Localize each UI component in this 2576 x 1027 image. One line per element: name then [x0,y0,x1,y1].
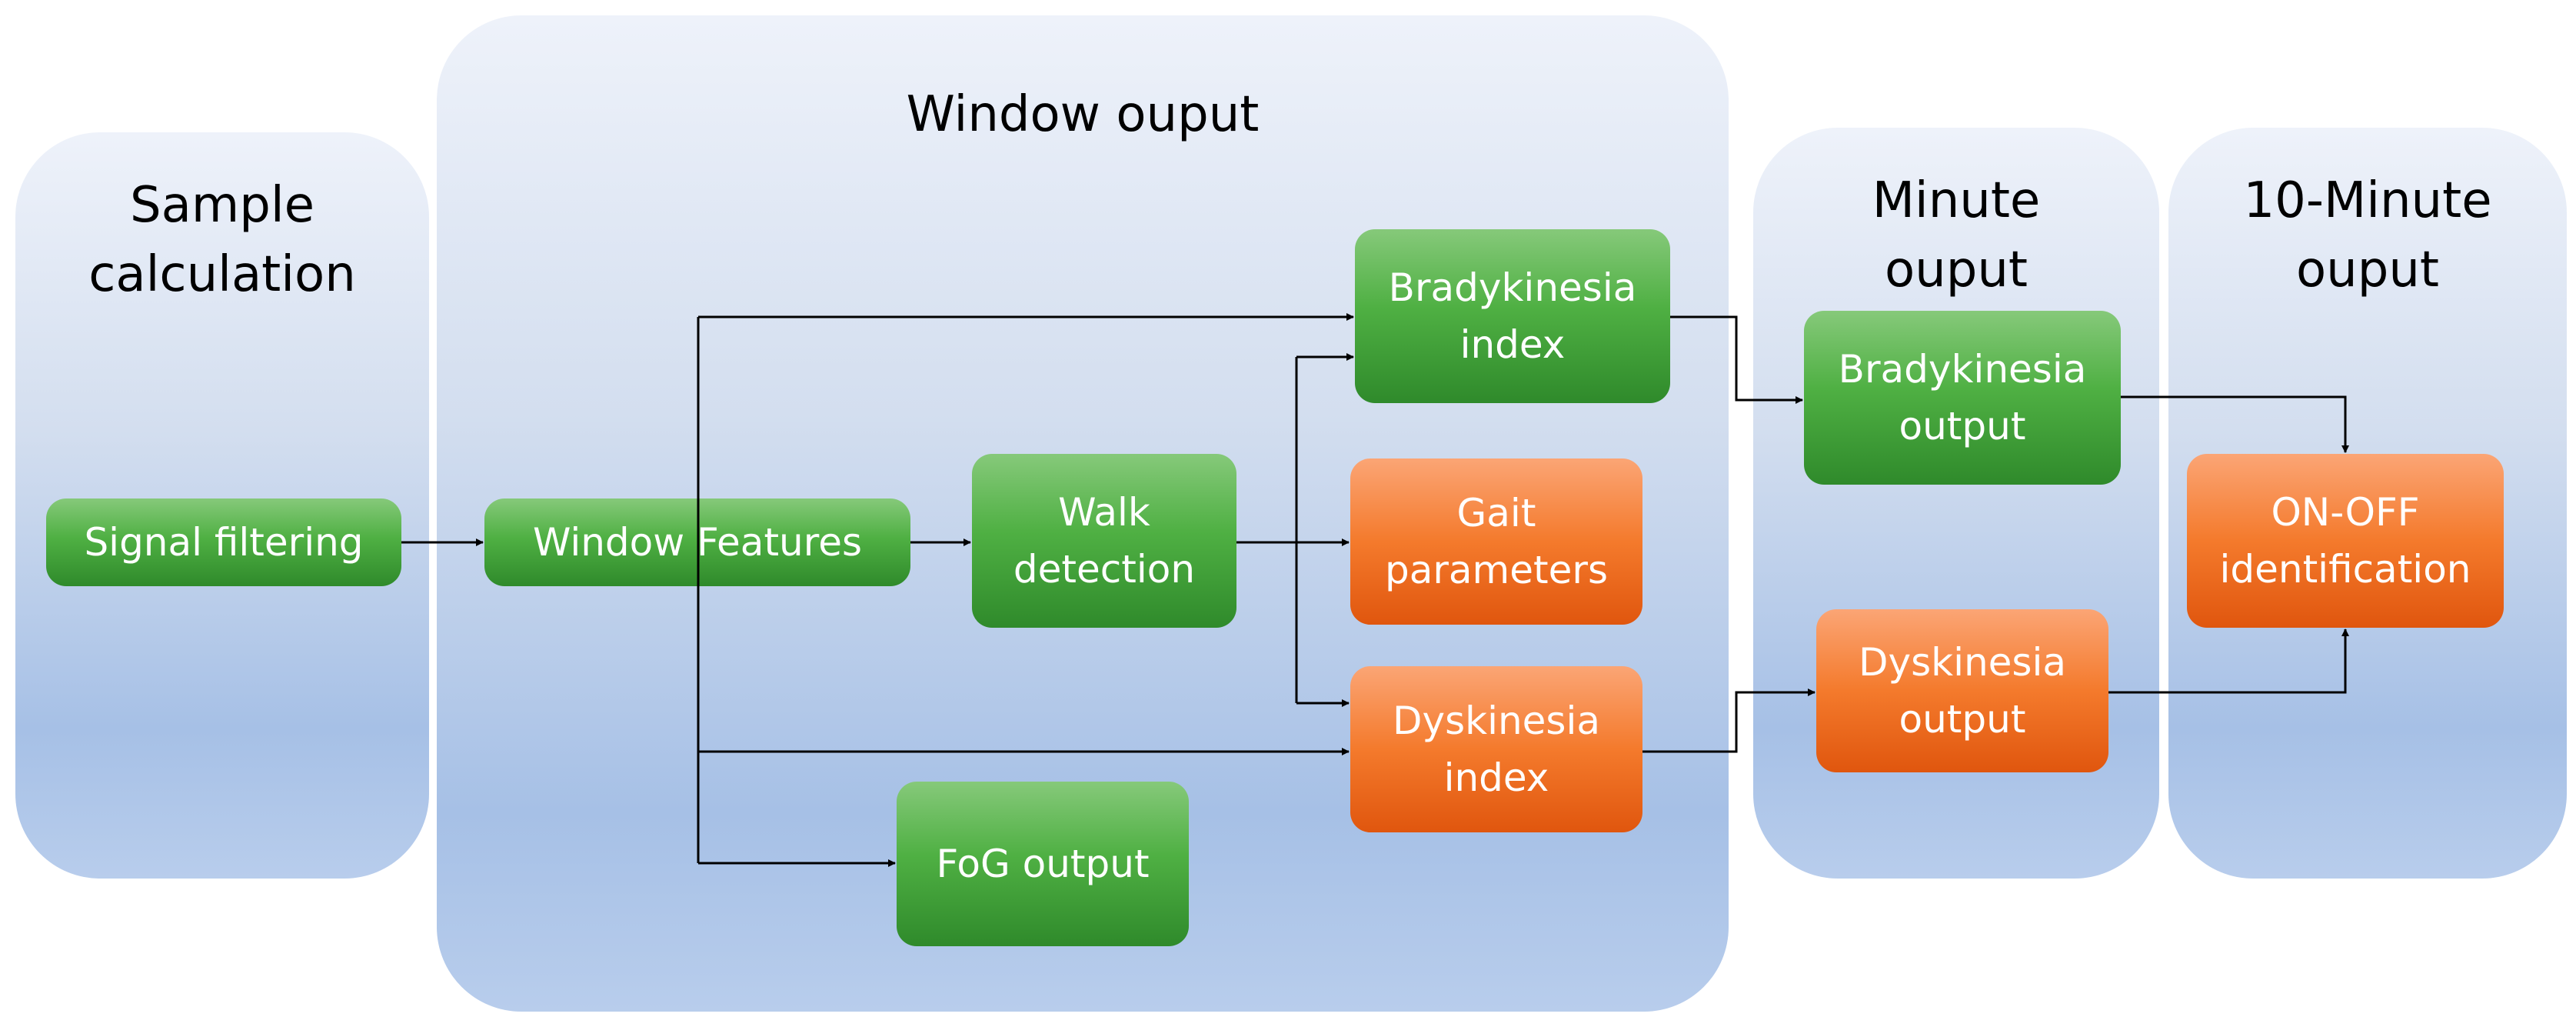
panel-title-window-output: Window ouput [906,86,1260,143]
panel-title-sample-calculation: Sample calculation [88,177,356,303]
panel-title-10-minute-output: 10-Minute ouput [2243,172,2492,298]
box-window-features: Window Features [484,498,910,586]
box-fog-output: FoG output [897,782,1189,946]
box-signal-filtering: Signal filtering [46,498,401,586]
box-walk-detection: Walk detection [972,454,1236,628]
box-bradykinesia-output: Bradykinesia output [1804,311,2121,485]
box-dyskinesia-output: Dyskinesia output [1816,609,2108,772]
box-bradykinesia-index: Bradykinesia index [1355,229,1670,403]
box-gait-parameters: Gait parameters [1350,458,1642,625]
box-dyskinesia-index: Dyskinesia index [1350,666,1642,832]
panel-title-minute-output: Minute ouput [1872,172,2041,298]
box-on-off-identification: ON-OFF identification [2187,454,2504,628]
